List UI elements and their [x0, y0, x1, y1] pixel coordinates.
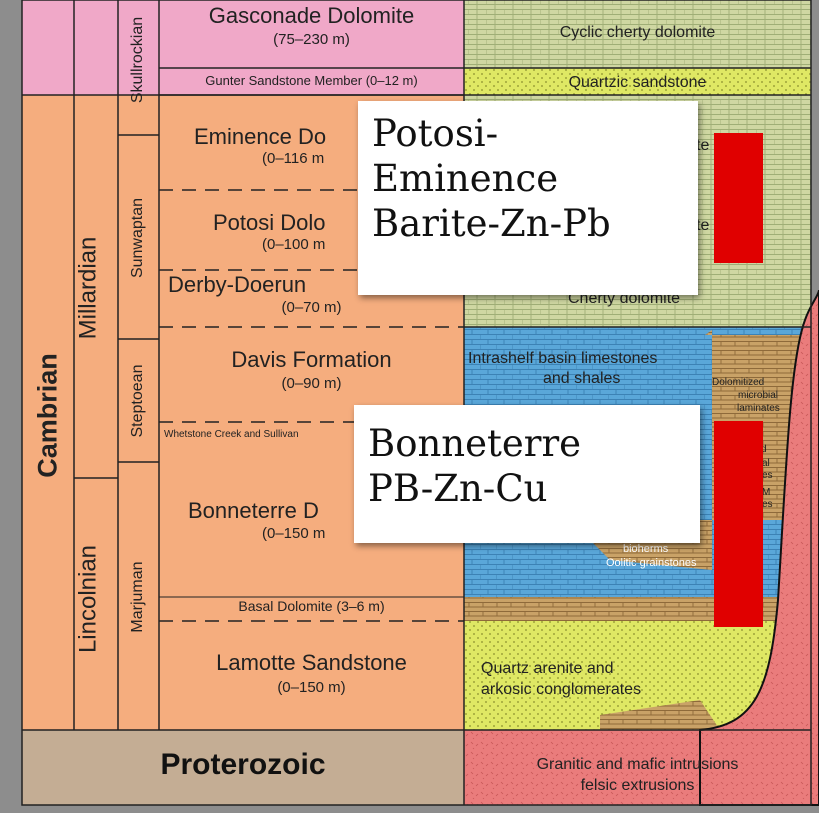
- litho-fragment-4: M: [762, 487, 770, 498]
- litho-bioherms: bioherms: [623, 543, 668, 555]
- formation-derby-doerun: Derby-Doerun: [168, 272, 306, 298]
- formation-gasconade: Gasconade Dolomite: [159, 3, 464, 29]
- formation-whetstone: Whetstone Creek and Sullivan: [164, 429, 299, 440]
- callout-potosi-line-1: Potosi-: [372, 111, 684, 156]
- highlight-bar-potosi: [714, 133, 763, 263]
- series-label-millardian: Millardian: [75, 216, 103, 361]
- litho-intrashelf-1: Intrashelf basin limestones: [468, 350, 657, 368]
- litho-quartzic-sandstone: Quartzic sandstone: [464, 74, 811, 92]
- formation-gasconade-thickness: (75–230 m): [159, 31, 464, 48]
- proterozoic-label: Proterozoic: [22, 748, 464, 782]
- litho-te-lower: te: [696, 217, 709, 235]
- callout-potosi-line-2: Eminence: [372, 156, 684, 201]
- litho-oolitic: Oolitic grainstones: [606, 557, 697, 569]
- formation-davis: Davis Formation: [159, 347, 464, 373]
- formation-bonneterre-thickness: (0–150 m: [262, 525, 325, 542]
- formation-eminence: Eminence Do: [194, 124, 326, 150]
- litho-intrashelf-2: and shales: [543, 370, 620, 388]
- stage-label-sunwaptan: Sunwaptan: [129, 188, 147, 288]
- stage-label-marjuman: Marjuman: [129, 552, 147, 642]
- litho-dolomitized-1: Dolomitized: [712, 377, 764, 388]
- formation-lamotte-thickness: (0–150 m): [159, 679, 464, 696]
- litho-quartz-arenite-2: arkosic conglomerates: [481, 681, 641, 699]
- formation-potosi-thickness: (0–100 m: [262, 236, 325, 253]
- formation-lamotte: Lamotte Sandstone: [159, 650, 464, 676]
- formation-basal-dolomite: Basal Dolomite (3–6 m): [159, 598, 464, 614]
- litho-granitic-1: Granitic and mafic intrusions: [464, 756, 811, 774]
- callout-bonneterre-line-1: Bonneterre: [368, 415, 686, 466]
- callout-bonneterre-line-2: PB-Zn-Cu: [368, 466, 686, 511]
- stage-label-steptoean: Steptoean: [129, 356, 147, 446]
- callout-bonneterre: Bonneterre PB-Zn-Cu: [354, 405, 700, 543]
- callout-potosi-line-3: Barite-Zn-Pb: [372, 201, 684, 246]
- formation-eminence-thickness: (0–116 m: [262, 150, 324, 167]
- callout-potosi-eminence: Potosi- Eminence Barite-Zn-Pb: [358, 101, 698, 295]
- litho-dolomitized-3: laminates: [737, 403, 780, 414]
- system-label: Cambrian: [33, 341, 64, 491]
- highlight-bar-bonneterre: [714, 421, 763, 627]
- formation-gunter: Gunter Sandstone Member (0–12 m): [159, 73, 464, 88]
- litho-quartz-arenite-1: Quartz arenite and: [481, 660, 614, 678]
- litho-fragment-3: es: [762, 470, 773, 481]
- litho-granitic-2: felsic extrusions: [464, 777, 811, 795]
- formation-bonneterre: Bonneterre D: [188, 498, 319, 524]
- series-label-lincolnian: Lincolnian: [75, 537, 103, 662]
- litho-cyclic-cherty: Cyclic cherty dolomite: [464, 24, 811, 42]
- stage-label-skullrockian: Skullrockian: [129, 0, 147, 120]
- litho-te-upper: te: [696, 137, 709, 155]
- litho-fragment-5: es: [762, 499, 773, 510]
- litho-dolomitized-2: microbial: [738, 390, 778, 401]
- formation-potosi: Potosi Dolo: [213, 210, 326, 236]
- formation-davis-thickness: (0–90 m): [159, 375, 464, 392]
- litho-fragment-2: al: [762, 458, 770, 469]
- formation-derby-doerun-thickness: (0–70 m): [159, 299, 464, 316]
